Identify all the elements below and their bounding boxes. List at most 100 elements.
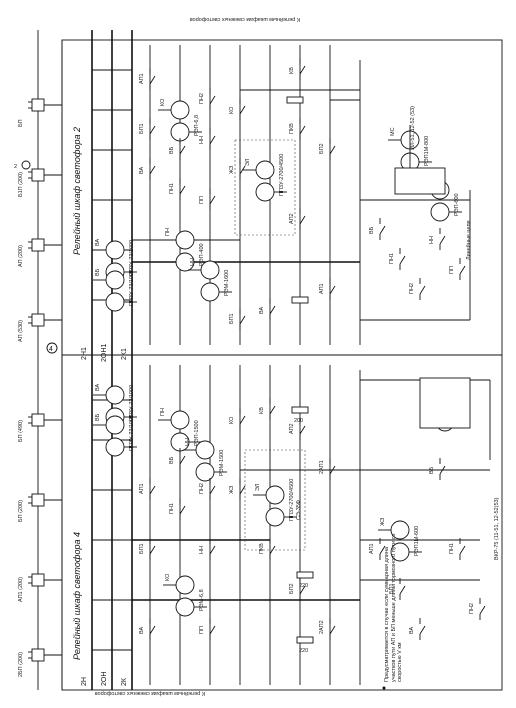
left-device-A2: 2БП (200) bbox=[18, 648, 62, 677]
relay-coil-label: КО bbox=[165, 573, 171, 581]
relay-type-label: РЭМ-1600 bbox=[224, 270, 230, 296]
contact: ПП bbox=[199, 188, 216, 210]
contact: ПН1 bbox=[449, 538, 466, 560]
note-footnote: Предусматривается в случае если суммарна… bbox=[384, 533, 404, 682]
relay-S4: НН РЭМ-1500 bbox=[183, 438, 227, 482]
contact-label: ПП bbox=[199, 196, 205, 204]
contact: БП1 bbox=[229, 308, 246, 330]
contact-label: НН bbox=[199, 546, 205, 554]
contact: БП1 bbox=[139, 538, 156, 560]
contact: БП1 bbox=[139, 118, 156, 140]
contact-label: ПН2 bbox=[409, 283, 415, 294]
contact-label: ПН1 bbox=[389, 253, 395, 264]
relay-coil-label: НН bbox=[185, 438, 191, 446]
contact: БП2 bbox=[319, 138, 336, 160]
contact-label: ВБ bbox=[169, 146, 175, 154]
contact: ПН2 bbox=[199, 478, 216, 500]
contact-label: 2АП2 bbox=[319, 620, 325, 634]
contact: ПН2 bbox=[469, 598, 486, 620]
relay-type-label: ПП3У-2700/4500 bbox=[289, 479, 295, 521]
contact-label: ВБ bbox=[369, 226, 375, 234]
contact-label: ВА bbox=[409, 627, 415, 634]
note-vkr75: ВКР-75 (11-51, 12-52(53) bbox=[494, 497, 500, 560]
contact: АП1 bbox=[139, 68, 156, 90]
notes: ИЛ-51, 12-52 (53) Линейные цепи СЭ-35Ф В… bbox=[296, 106, 500, 682]
contact: ПН1 bbox=[169, 498, 186, 520]
contact: ВБ bbox=[429, 458, 446, 480]
left-device-label: БП bbox=[18, 119, 24, 127]
contact-label: ПН2 bbox=[199, 483, 205, 494]
contact: ВБ bbox=[169, 138, 186, 160]
contact: НН bbox=[199, 538, 216, 560]
contact-label: ПН1 bbox=[169, 183, 175, 194]
contact-label: ПП bbox=[449, 266, 455, 274]
contact-label: НН bbox=[429, 236, 435, 244]
rail-mid-3: 2К1 bbox=[121, 348, 128, 360]
relay-type-label: РЭМ-6,8 bbox=[199, 589, 205, 611]
relay-coil-label: ВБ bbox=[95, 268, 101, 276]
relay-coil-label: ЖЗ bbox=[380, 517, 386, 526]
relay-R5: ЭЛ ПП3У-2700/4500 bbox=[243, 154, 287, 202]
contact-label: ВА bbox=[139, 627, 145, 634]
relay-type-label: ПП3У-73/1000 bbox=[129, 270, 135, 306]
contact-label: КО bbox=[229, 106, 235, 114]
contact: ЖЗ bbox=[229, 158, 246, 180]
contact-label: НН bbox=[199, 136, 205, 144]
relay-coil-label: ЭЛ bbox=[245, 158, 251, 166]
left-device-label: 2БП (200) bbox=[18, 652, 24, 677]
left-device-F2: АП (200) bbox=[18, 238, 62, 267]
contact: ВА bbox=[409, 618, 426, 640]
resistor: 220 bbox=[296, 636, 314, 654]
signal-marks: 4 2 bbox=[14, 160, 58, 354]
resistor: 200 bbox=[291, 406, 309, 424]
contact: НН bbox=[199, 128, 216, 150]
contact-label: ПП bbox=[199, 626, 205, 634]
contact-label: ВБ bbox=[169, 456, 175, 464]
left-device-label: АП (200) bbox=[18, 245, 24, 267]
note-line-circuits: Линейные цепи bbox=[465, 220, 472, 260]
relay-type-label: РЭП-400 bbox=[199, 243, 205, 266]
note-se35f: СЭ-35Ф bbox=[296, 500, 302, 520]
resistor bbox=[286, 96, 304, 104]
contact: ПКВ bbox=[289, 118, 306, 140]
relay-type-label: РЭП-6,8 bbox=[194, 115, 200, 136]
top-margin-label: К релейным шкафам смежных светофоров bbox=[190, 16, 300, 23]
relay-S6: КО РЭМ-6,8 bbox=[163, 573, 207, 617]
section-title-top: Релейный шкаф светофора 2 bbox=[72, 127, 82, 255]
contact: ПКВ bbox=[259, 538, 276, 560]
rail-mid-1: 2Н1 bbox=[81, 347, 88, 360]
contact: БП1 bbox=[389, 578, 406, 600]
relay-coil-label: ВБ bbox=[95, 413, 101, 421]
section-title-bottom: Релейный шкаф светофора 4 bbox=[72, 532, 82, 660]
left-device-B2: АП1 (200) bbox=[18, 573, 62, 602]
relay-type-label: РЭП1М-600 bbox=[414, 526, 420, 556]
relay-type-label: ПП3У-73/1000 bbox=[129, 240, 135, 276]
contact-label: ПКВ bbox=[289, 123, 295, 134]
contact: ВБ bbox=[169, 448, 186, 470]
relay-type-label: ПП3У-2700/4500 bbox=[279, 154, 285, 196]
resistor-label: 220 bbox=[299, 648, 308, 654]
contact-label: КО bbox=[229, 416, 235, 424]
relay-type-label: РЭМ-1500 bbox=[219, 450, 225, 476]
contact: ПН2 bbox=[409, 278, 426, 300]
contact: КВ bbox=[259, 398, 276, 420]
svg-text:К релейным шкафам смежных свет: К релейным шкафам смежных светофоров bbox=[95, 690, 205, 697]
contact: КО bbox=[229, 98, 246, 120]
contact-label: БП1 bbox=[229, 313, 235, 324]
contact-label: ВА bbox=[139, 167, 145, 174]
contact-label: ПКВ bbox=[259, 543, 265, 554]
contact-label: АП1 bbox=[369, 543, 375, 554]
contact: АП2 bbox=[289, 418, 306, 440]
contact-label: БП1 bbox=[139, 543, 145, 554]
contact: ВБ bbox=[369, 218, 386, 240]
left-device-G2: Б1П (200) bbox=[18, 168, 62, 197]
rail-mid-2: 2ОН1 bbox=[101, 344, 108, 362]
relay-coil-label: МС bbox=[390, 127, 396, 136]
relay-coil-label: ПН bbox=[160, 408, 166, 416]
contact-label: ЖЗ bbox=[229, 165, 235, 174]
contact-label: АП1 bbox=[139, 483, 145, 494]
contact-label: 2АП1 bbox=[319, 460, 325, 474]
